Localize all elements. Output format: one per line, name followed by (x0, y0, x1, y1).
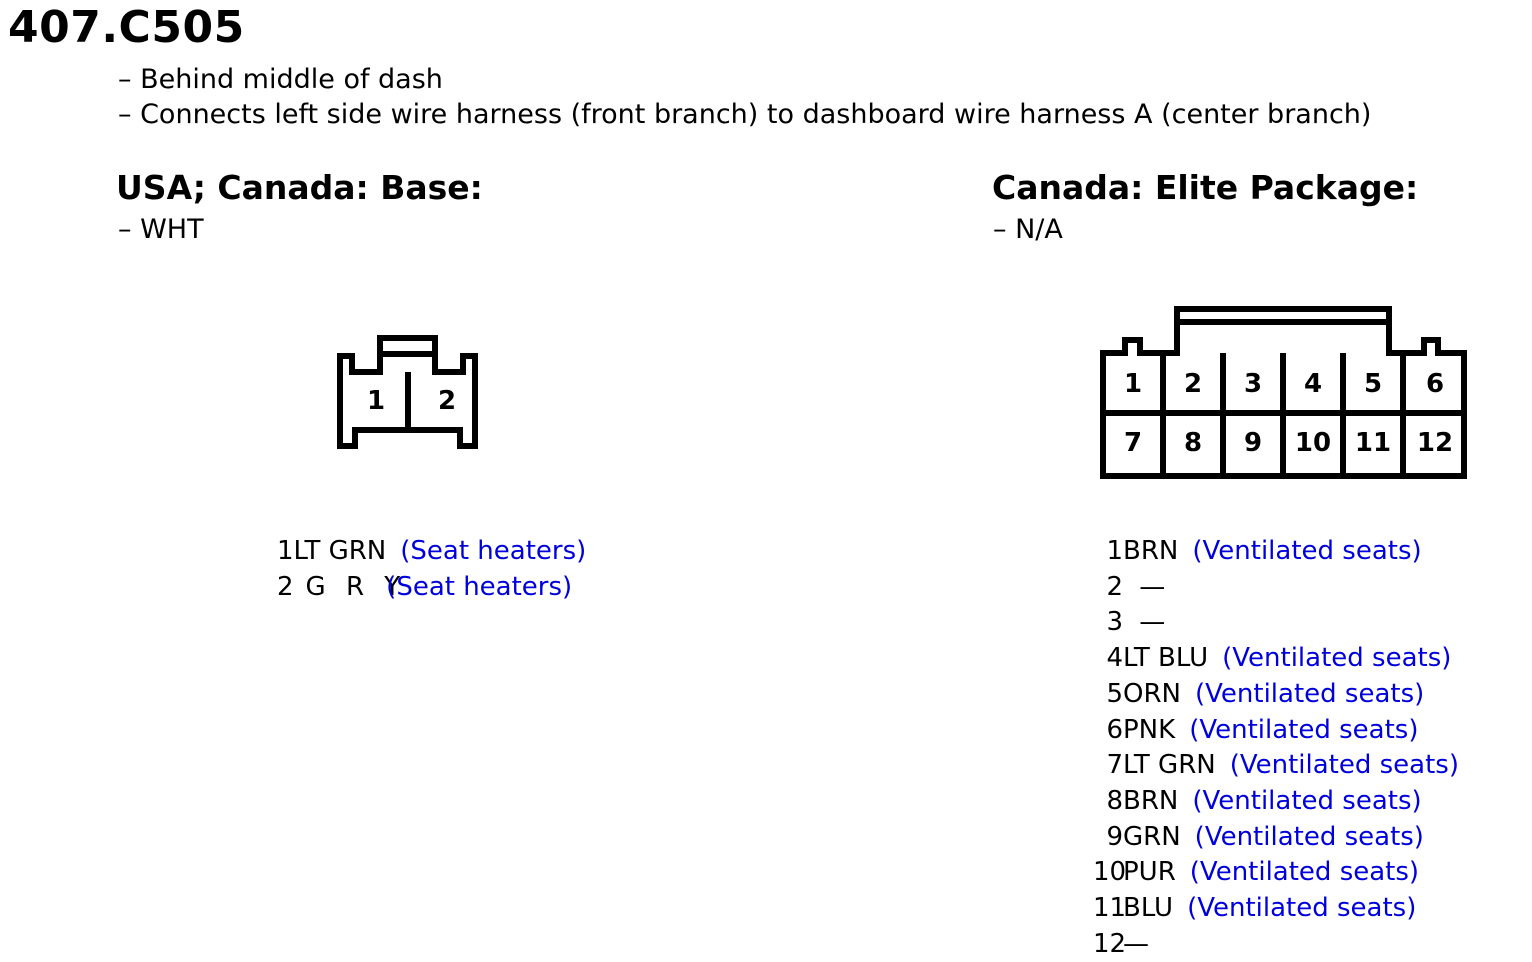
right-pin-list: 1BRN(Ventilated seats)2 —3 —4LT BLU(Vent… (1093, 536, 1523, 959)
pin-wire-color: PNK (1123, 714, 1176, 745)
pin-number: 7 (1106, 750, 1123, 781)
pin-row: 2 G R Y(Seat heaters) (277, 572, 572, 602)
pin-note: (Ventilated seats) (1229, 750, 1459, 781)
two-pin-connector-diagram: 1 2 (337, 335, 478, 449)
pin-wire-color: LT GRN (1123, 750, 1216, 781)
pin-row: 10PUR (Ventilated seats) (1093, 857, 1419, 887)
right-section-heading: Canada: Elite Package: (992, 168, 1419, 207)
right-pin-label: 11 (1355, 428, 1391, 458)
right-pin-label: 12 (1417, 428, 1453, 458)
pin-row: 1BRN (Ventilated seats) (1093, 536, 1422, 566)
pin-row: 7LT GRN (Ventilated seats) (1093, 750, 1459, 780)
pin-number: 9 (1106, 821, 1123, 852)
pin-wire-color: LT GRN (293, 536, 387, 566)
pin-note: (Ventilated seats) (1189, 714, 1419, 745)
pin-wire-color: GRN (1123, 821, 1181, 852)
pin-note: (Ventilated seats) (1194, 821, 1424, 852)
pin-wire-color: LT BLU (1123, 643, 1209, 674)
pin-note: (Ventilated seats) (1194, 678, 1425, 709)
pin-note: (Ventilated seats) (1192, 785, 1422, 816)
right-pin-label: 4 (1304, 369, 1322, 399)
pin-number: 5 (1106, 678, 1123, 709)
right-connector-color: – N/A (993, 214, 1063, 245)
pin-number: 11 (1093, 893, 1127, 923)
pin-number: 10 (1093, 857, 1127, 888)
right-pin-label: 2 (1184, 369, 1202, 399)
pin-note: (Seat heaters) (386, 572, 573, 602)
pin-note: (Seat heaters) (400, 536, 587, 566)
pin-note: (Ventilated seats) (1189, 857, 1420, 888)
pin-number: 2 (1106, 571, 1123, 602)
left-pin-label: 2 (438, 386, 456, 416)
pin-row: 9GRN (Ventilated seats) (1093, 822, 1424, 852)
pin-row: 6PNK (Ventilated seats) (1093, 715, 1418, 745)
pin-number: 1 (1106, 536, 1123, 566)
pin-number: 8 (1106, 785, 1123, 816)
pin-wire-color: G R Y (305, 572, 407, 602)
pin-wire-color: — (1131, 571, 1166, 602)
pin-number: 3 (1106, 607, 1123, 638)
pin-wire-color: BRN (1123, 536, 1179, 566)
left-pin-label: 1 (367, 386, 385, 416)
right-pin-label: 7 (1124, 428, 1142, 458)
pin-wire-color: PUR (1123, 857, 1176, 888)
pin-number: 4 (1106, 643, 1123, 674)
pin-row: 2 — (1093, 572, 1165, 602)
connection-description: – Connects left side wire harness (front… (118, 99, 1372, 130)
pin-row: 12— (1093, 929, 1149, 959)
pin-row: 1LT GRN (Seat heaters) (277, 536, 586, 566)
left-connector-color: – WHT (118, 214, 204, 245)
pin-row: 4LT BLU (Ventilated seats) (1093, 643, 1451, 673)
right-pin-label: 6 (1426, 369, 1444, 399)
pin-wire-color: BRN (1123, 785, 1179, 816)
right-pin-label: 9 (1244, 428, 1262, 458)
pin-note: (Ventilated seats) (1187, 893, 1417, 923)
left-section-heading: USA; Canada: Base: (116, 168, 483, 207)
right-pin-label: 10 (1295, 428, 1331, 458)
right-pin-label: 5 (1364, 369, 1382, 399)
page-title: 407.C505 (8, 2, 245, 53)
pin-wire-color: ORN (1123, 678, 1181, 709)
pin-wire-color: — (1123, 928, 1149, 959)
pin-row: 11BLU (Ventilated seats) (1093, 893, 1416, 923)
pin-note: (Ventilated seats) (1192, 536, 1422, 566)
pin-number: 1 (277, 536, 294, 566)
right-pin-label: 8 (1184, 428, 1202, 458)
pin-note: (Ventilated seats) (1222, 643, 1452, 674)
pin-wire-color: BLU (1123, 893, 1174, 923)
right-pin-label: 1 (1124, 369, 1142, 399)
pin-row: 8BRN (Ventilated seats) (1093, 785, 1422, 816)
pin-number: 12 (1093, 928, 1127, 959)
pin-row: 5ORN (Ventilated seats) (1093, 679, 1424, 709)
pin-row: 3 — (1093, 607, 1165, 637)
pin-number: 6 (1106, 714, 1123, 745)
right-pin-label: 3 (1244, 369, 1262, 399)
pin-number: 2 (277, 572, 294, 602)
pin-wire-color: — (1131, 607, 1166, 638)
location-description: – Behind middle of dash (118, 64, 443, 95)
